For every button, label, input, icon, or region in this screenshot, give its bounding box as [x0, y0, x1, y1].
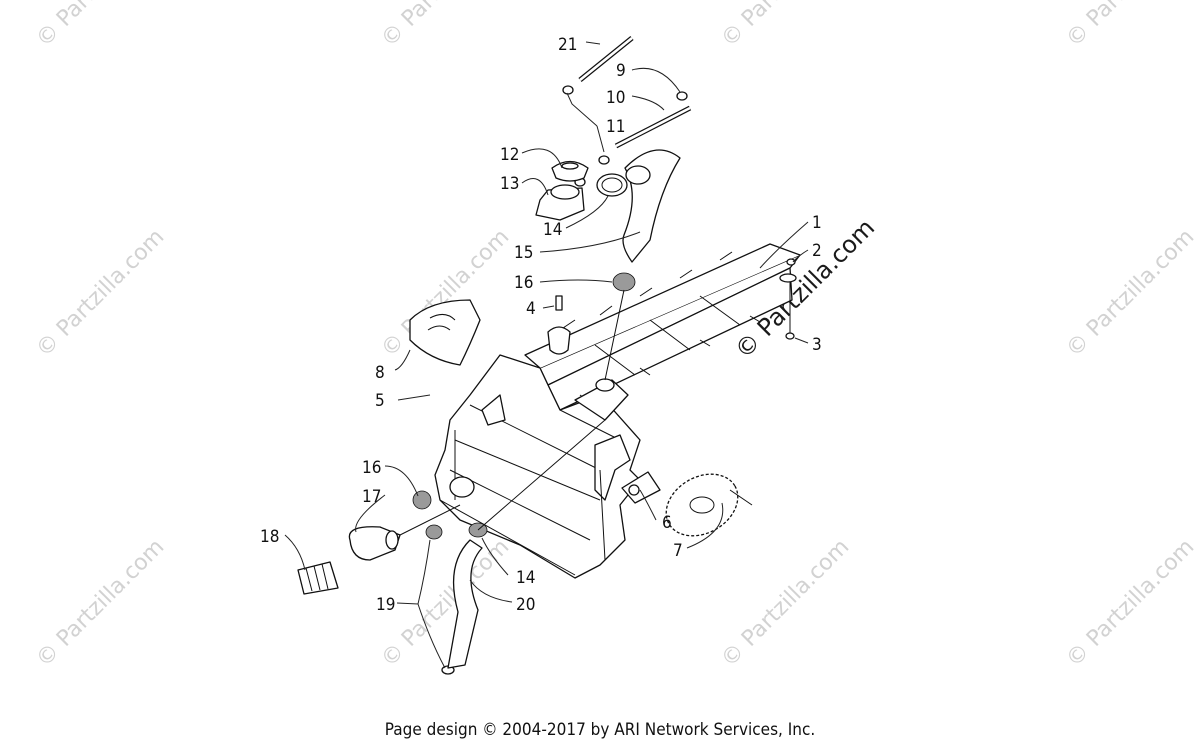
callout-13: 13: [500, 174, 519, 194]
callout-5: 5: [375, 391, 385, 411]
part-10-rod: [614, 105, 692, 149]
watermark-text: © Partzilla.com: [717, 0, 855, 52]
outlet-fitting: [449, 476, 475, 498]
callout-9: 9: [616, 61, 626, 81]
part-8-cover-panel: [409, 299, 481, 366]
callout-2: 2: [812, 241, 822, 261]
callout-19: 19: [376, 595, 395, 615]
callout-12: 12: [500, 145, 519, 165]
callout-1: 1: [812, 213, 822, 233]
callout-8: 8: [375, 363, 385, 383]
part-20-lower-hose: [447, 539, 483, 669]
callout-14-upper: 14: [543, 220, 562, 240]
part-2-3-bolt: [779, 258, 797, 340]
part-19-clamp: [425, 524, 455, 675]
callout-labels: 21 9 10 11 12 13 14 15 16 4 1 2 3 8 5 6 …: [260, 35, 822, 615]
callout-7: 7: [673, 541, 683, 561]
watermark-text: © Partzilla.com: [1062, 0, 1200, 52]
watermark-text: © Partzilla.com: [1062, 535, 1200, 673]
part-17-hose: [348, 526, 401, 561]
part-6-plate: [621, 471, 661, 504]
part-12-cap: [551, 160, 589, 182]
callout-10: 10: [606, 88, 625, 108]
watermark-text: © Partzilla.com: [32, 225, 170, 363]
part-7-fan: [665, 473, 753, 537]
part-21-rod: [578, 36, 634, 82]
callout-14-lower: 14: [516, 568, 535, 588]
callout-18: 18: [260, 527, 279, 547]
watermark-text: © Partzilla.com: [32, 0, 170, 52]
watermark-text: © Partzilla.com: [32, 535, 170, 673]
part-15-upper-hose: [622, 149, 681, 263]
callout-21: 21: [558, 35, 577, 55]
part-16-clamp-lower: [412, 490, 432, 510]
part-16-clamp-top: [612, 272, 636, 292]
callout-16-upper: 16: [514, 273, 533, 293]
callout-16-lower: 16: [362, 458, 381, 478]
watermark-text: © Partzilla.com: [1062, 225, 1200, 363]
assembly-guide-lines: [399, 289, 625, 536]
part-13-filler-neck: [535, 184, 585, 221]
callout-4: 4: [526, 299, 536, 319]
callout-20: 20: [516, 595, 535, 615]
callout-15: 15: [514, 243, 533, 263]
callout-17: 17: [362, 487, 381, 507]
watermark-text: © Partzilla.com: [377, 0, 515, 52]
leader-lines: [284, 41, 809, 669]
part-18-bellows: [297, 561, 339, 595]
copyright-footer: Page design © 2004-2017 by ARI Network S…: [384, 720, 816, 740]
callout-6: 6: [662, 513, 672, 533]
part-4-stud: [547, 295, 571, 355]
callout-3: 3: [812, 335, 822, 355]
part-14-clamp-top: [596, 173, 628, 197]
watermark-text: © Partzilla.com: [717, 535, 855, 673]
callout-11: 11: [606, 117, 625, 137]
